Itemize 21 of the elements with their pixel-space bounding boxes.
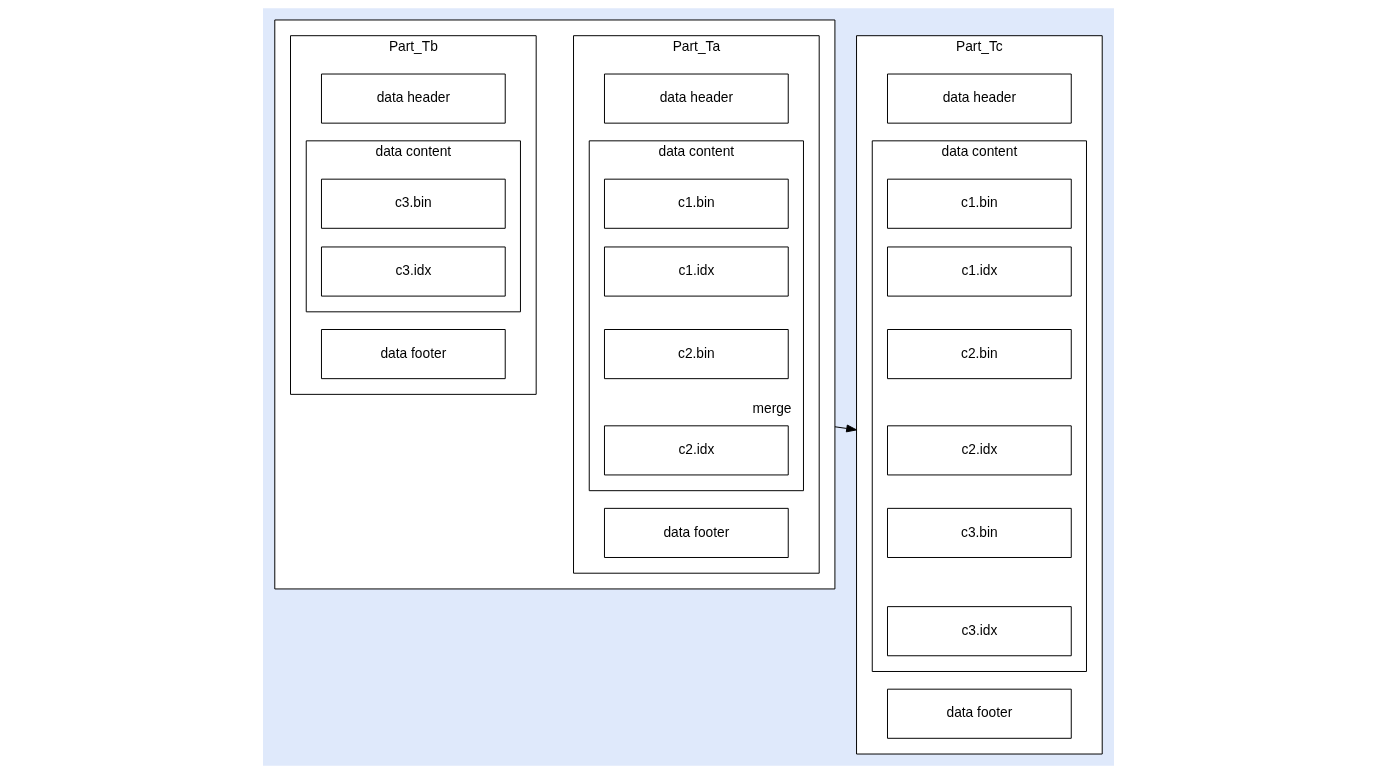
edge-label: merge xyxy=(752,401,792,417)
node-box: c1.bin xyxy=(604,178,789,229)
node-box: c3.bin xyxy=(321,178,506,229)
arrow xyxy=(834,424,858,433)
node-box: c3.bin xyxy=(887,507,1072,558)
node-box: c2.idx xyxy=(887,425,1072,476)
node-box: data header xyxy=(604,73,789,124)
node-box: c1.idx xyxy=(887,246,1072,297)
node-box: c1.bin xyxy=(887,178,1072,229)
node-box: c3.idx xyxy=(887,606,1072,657)
node-box: data footer xyxy=(321,329,506,380)
node-box: c2.bin xyxy=(604,329,789,380)
node-box: c2.idx xyxy=(604,425,789,476)
cluster xyxy=(274,19,836,590)
node-box: data header xyxy=(321,73,506,124)
node-box: c3.idx xyxy=(321,246,506,297)
node-box: c1.idx xyxy=(604,246,789,297)
node-box: data footer xyxy=(887,688,1072,739)
node-box: data footer xyxy=(604,507,789,558)
node-box: data header xyxy=(887,73,1072,124)
node-box: c2.bin xyxy=(887,329,1072,380)
